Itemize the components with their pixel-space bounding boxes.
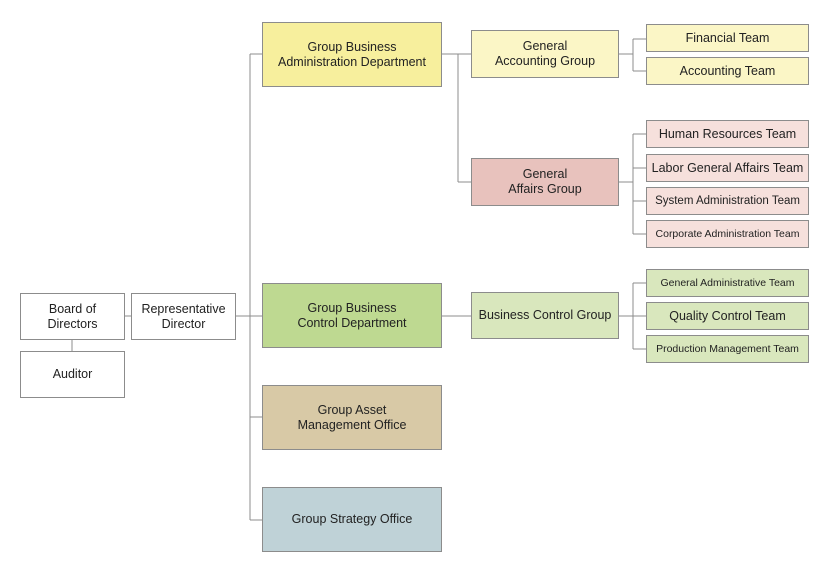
team-quality-control: Quality Control Team — [646, 302, 809, 330]
team-human-resources: Human Resources Team — [646, 120, 809, 148]
dept-group-strategy-office: Group Strategy Office — [262, 487, 442, 552]
grp-general-affairs: General Affairs Group — [471, 158, 619, 206]
dept-group-asset-management: Group Asset Management Office — [262, 385, 442, 450]
grp-business-control: Business Control Group — [471, 292, 619, 339]
representative-director-box: Representative Director — [131, 293, 236, 340]
board-of-directors-box: Board of Directors — [20, 293, 125, 340]
team-general-administrative: General Administrative Team — [646, 269, 809, 297]
team-labor-general-affairs: Labor General Affairs Team — [646, 154, 809, 182]
dept-group-business-control: Group Business Control Department — [262, 283, 442, 348]
team-system-administration: System Administration Team — [646, 187, 809, 215]
team-production-management: Production Management Team — [646, 335, 809, 363]
team-financial: Financial Team — [646, 24, 809, 52]
auditor-box: Auditor — [20, 351, 125, 398]
team-accounting: Accounting Team — [646, 57, 809, 85]
dept-group-business-administration: Group Business Administration Department — [262, 22, 442, 87]
team-corporate-administration: Corporate Administration Team — [646, 220, 809, 248]
grp-general-accounting: General Accounting Group — [471, 30, 619, 78]
